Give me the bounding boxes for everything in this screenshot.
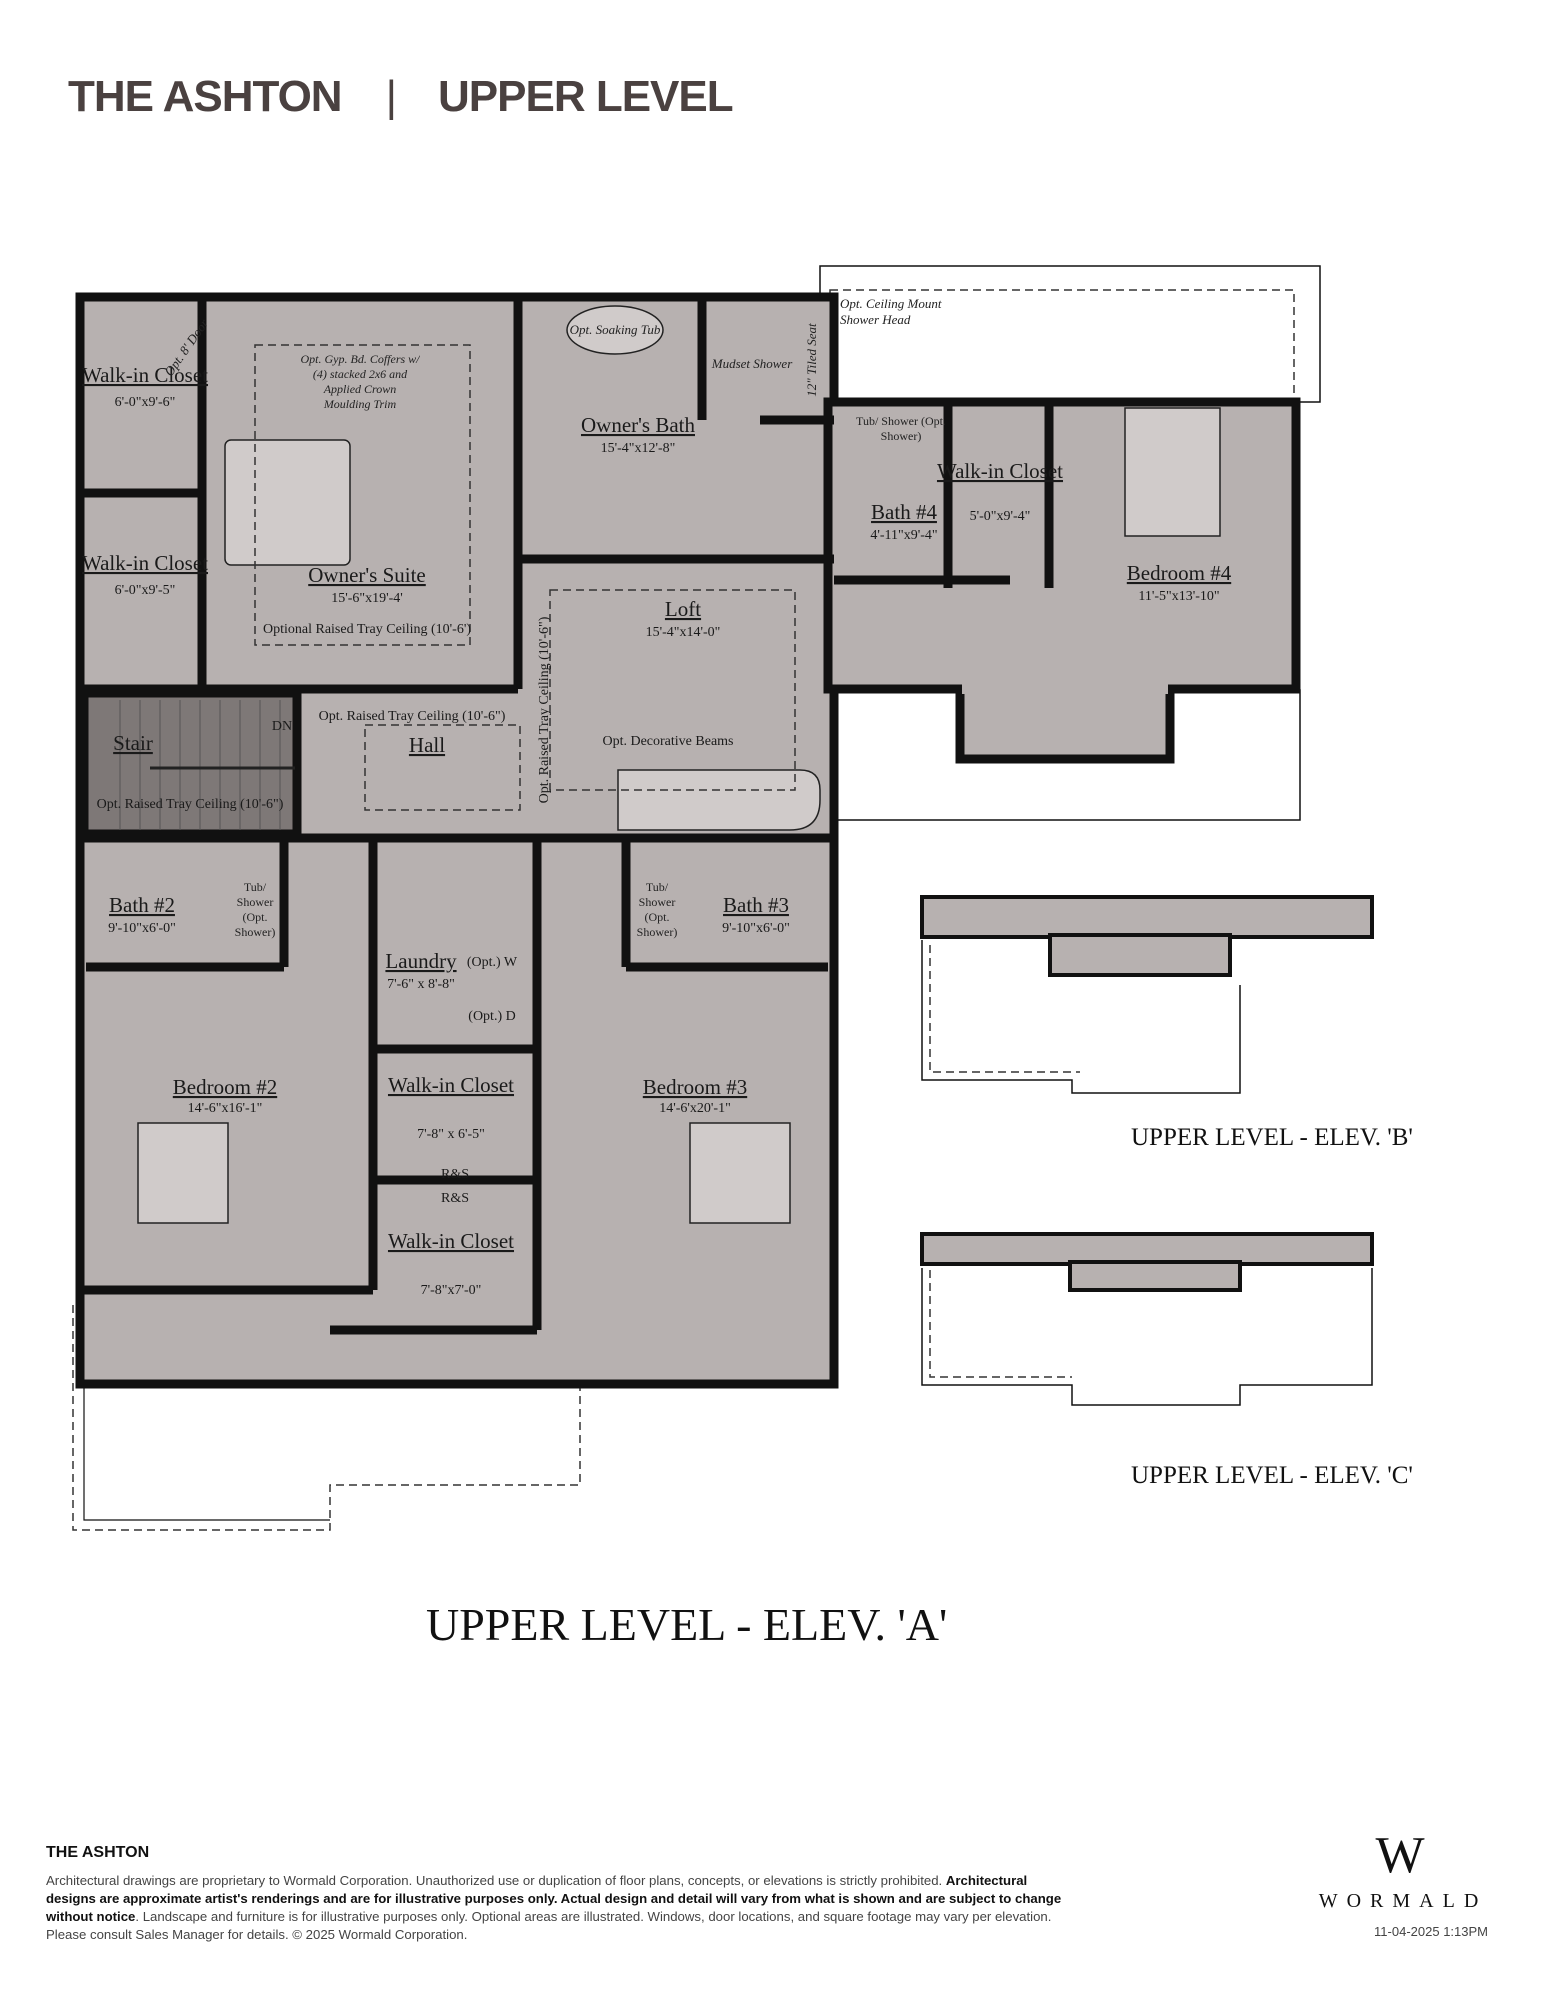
soaking-tub (566, 305, 664, 355)
bedroom3-label: Bedroom #3 (643, 1075, 747, 1099)
loft-tray-outline (549, 589, 796, 791)
bath2-label: Bath #2 (109, 893, 175, 917)
wormald-logo-name: WORMALD (1318, 1890, 1488, 1912)
bath3-tub-text: Tub/ Shower (Opt. Shower) (636, 880, 678, 939)
walkin5-dim: 5'-0"x9'-4" (970, 509, 1031, 524)
bath2-tub: Tub/ Shower (Opt. Shower) (234, 880, 276, 939)
hall-tray-outline (364, 724, 521, 811)
laundry-label: Laundry (385, 949, 457, 973)
showerhead-note-text: Opt. Ceiling Mount Shower Head (840, 296, 942, 327)
bath3-tub: Tub/ Shower (Opt. Shower) (636, 880, 678, 939)
bath3-dim: 9'-10"x6'-0" (722, 921, 790, 936)
porch-outline (72, 1305, 581, 1531)
bedroom3-dim: 14'-6'x20'-1" (659, 1101, 731, 1116)
elev-b-title: UPPER LEVEL - ELEV. 'B' (1131, 1124, 1413, 1151)
stair-note: Opt. Raised Tray Ceiling (10'-6") (97, 797, 284, 812)
sectional-sofa (617, 769, 821, 831)
bed-owners (224, 439, 351, 566)
coffer-outline (254, 344, 471, 646)
coffer-note-text: Opt. Gyp. Bd. Coffers w/ (4) stacked 2x6… (300, 352, 420, 411)
page-title: THE ASHTON | UPPER LEVEL (68, 72, 734, 122)
walkin1-dim: 6'-0"x9'-6" (115, 395, 176, 410)
walkin4-rs: R&S (441, 1191, 469, 1206)
owners-suite-label: Owner's Suite (308, 563, 426, 587)
bed-bedroom3 (689, 1122, 791, 1224)
walls (80, 297, 1054, 1335)
wormald-logo-mark: W (1375, 1827, 1425, 1884)
walkin5-label: Walk-in Closet (937, 459, 1063, 483)
loft-ceiling-note: Opt. Raised Tray Ceiling (10'-6") (537, 616, 552, 803)
level-name: UPPER LEVEL (438, 72, 734, 121)
walkin3-dim: 7'-8" x 6'-5" (417, 1127, 485, 1142)
stair-area (79, 688, 302, 839)
walkin3-rs: R&S (441, 1167, 469, 1182)
elev-c-plan (920, 1232, 1374, 1406)
bath3-label: Bath #3 (723, 893, 789, 917)
plan-name: THE ASHTON (68, 72, 343, 121)
walkin1-label: Walk-in Closet (82, 363, 208, 387)
tiled-seat-label: 12" Tiled Seat (804, 323, 819, 397)
hall-label: Hall (409, 733, 445, 757)
bath2-dim: 9'-10"x6'-0" (108, 921, 176, 936)
disclaimer-part2: . Landscape and furniture is for illustr… (46, 1909, 1052, 1942)
hall-note: Opt. Raised Tray Ceiling (10'-6") (319, 709, 506, 724)
stair-dn: DN (272, 719, 292, 734)
soaking-tub-label: Opt. Soaking Tub (570, 322, 661, 337)
bath4-tub-text: Tub/ Shower (Opt. Shower) (856, 414, 946, 443)
walkin2-label: Walk-in Closet (82, 551, 208, 575)
loft-dim: 15'-4"x14'-0" (646, 625, 721, 640)
bedroom2-label: Bedroom #2 (173, 1075, 277, 1099)
loft-label: Loft (665, 597, 701, 621)
elev-a-title: UPPER LEVEL - ELEV. 'A' (426, 1599, 948, 1650)
bed-bedroom4 (1124, 407, 1221, 537)
owners-suite-note: Optional Raised Tray Ceiling (10'-6') (263, 622, 471, 637)
owners-bath-dim: 15'-4"x12'-8" (601, 441, 676, 456)
bedroom2-dim: 14'-6"x16'-1" (188, 1101, 263, 1116)
title-separator: | (385, 72, 397, 121)
footer-disclaimer: Architectural drawings are proprietary t… (46, 1872, 1076, 1944)
bedroom4-dim: 11'-5"x13'-10" (1138, 589, 1219, 604)
walkin3-label: Walk-in Closet (388, 1073, 514, 1097)
bath4-tub: Tub/ Shower (Opt. Shower) (856, 414, 946, 443)
dryer-label: (Opt.) D (468, 1009, 515, 1024)
bedroom4-bay (955, 684, 1175, 764)
beams-note: Opt. Decorative Beams (602, 734, 733, 749)
walkin4-label: Walk-in Closet (388, 1229, 514, 1253)
bath2-tub-text: Tub/ Shower (Opt. Shower) (234, 880, 276, 939)
bed-bedroom2 (137, 1122, 229, 1224)
bath4-label: Bath #4 (871, 500, 937, 524)
walkin4-dim: 7'-8"x7'-0" (421, 1283, 482, 1298)
shower-label: Mudset Shower (711, 356, 793, 371)
bath4-dim: 4'-11"x9'-4" (870, 528, 937, 543)
washer-label: (Opt.) W (467, 955, 518, 970)
elev-c-title: UPPER LEVEL - ELEV. 'C' (1131, 1462, 1413, 1489)
walkin2-dim: 6'-0"x9'-5" (115, 583, 176, 598)
footer-title: THE ASHTON (46, 1844, 150, 1861)
bedroom4-label: Bedroom #4 (1127, 561, 1232, 585)
laundry-dim: 7'-6" x 8'-8" (387, 977, 455, 992)
disclaimer-part1: Architectural drawings are proprietary t… (46, 1873, 946, 1888)
owners-bath-label: Owner's Bath (581, 413, 696, 437)
disclaimer-bold: Architectural designs are approximate ar… (46, 1873, 1062, 1924)
showerhead-note: Opt. Ceiling Mount Shower Head (840, 296, 942, 327)
print-date: 11-04-2025 1:13PM (1374, 1924, 1488, 1939)
coffer-note: Opt. Gyp. Bd. Coffers w/ (4) stacked 2x6… (300, 352, 420, 411)
elev-b-plan (920, 895, 1374, 1094)
owners-suite-dim: 15'-6"x19'-4' (331, 591, 403, 606)
stair-label: Stair (113, 731, 153, 755)
stair-treads (119, 700, 295, 830)
bay-join (962, 680, 1168, 694)
